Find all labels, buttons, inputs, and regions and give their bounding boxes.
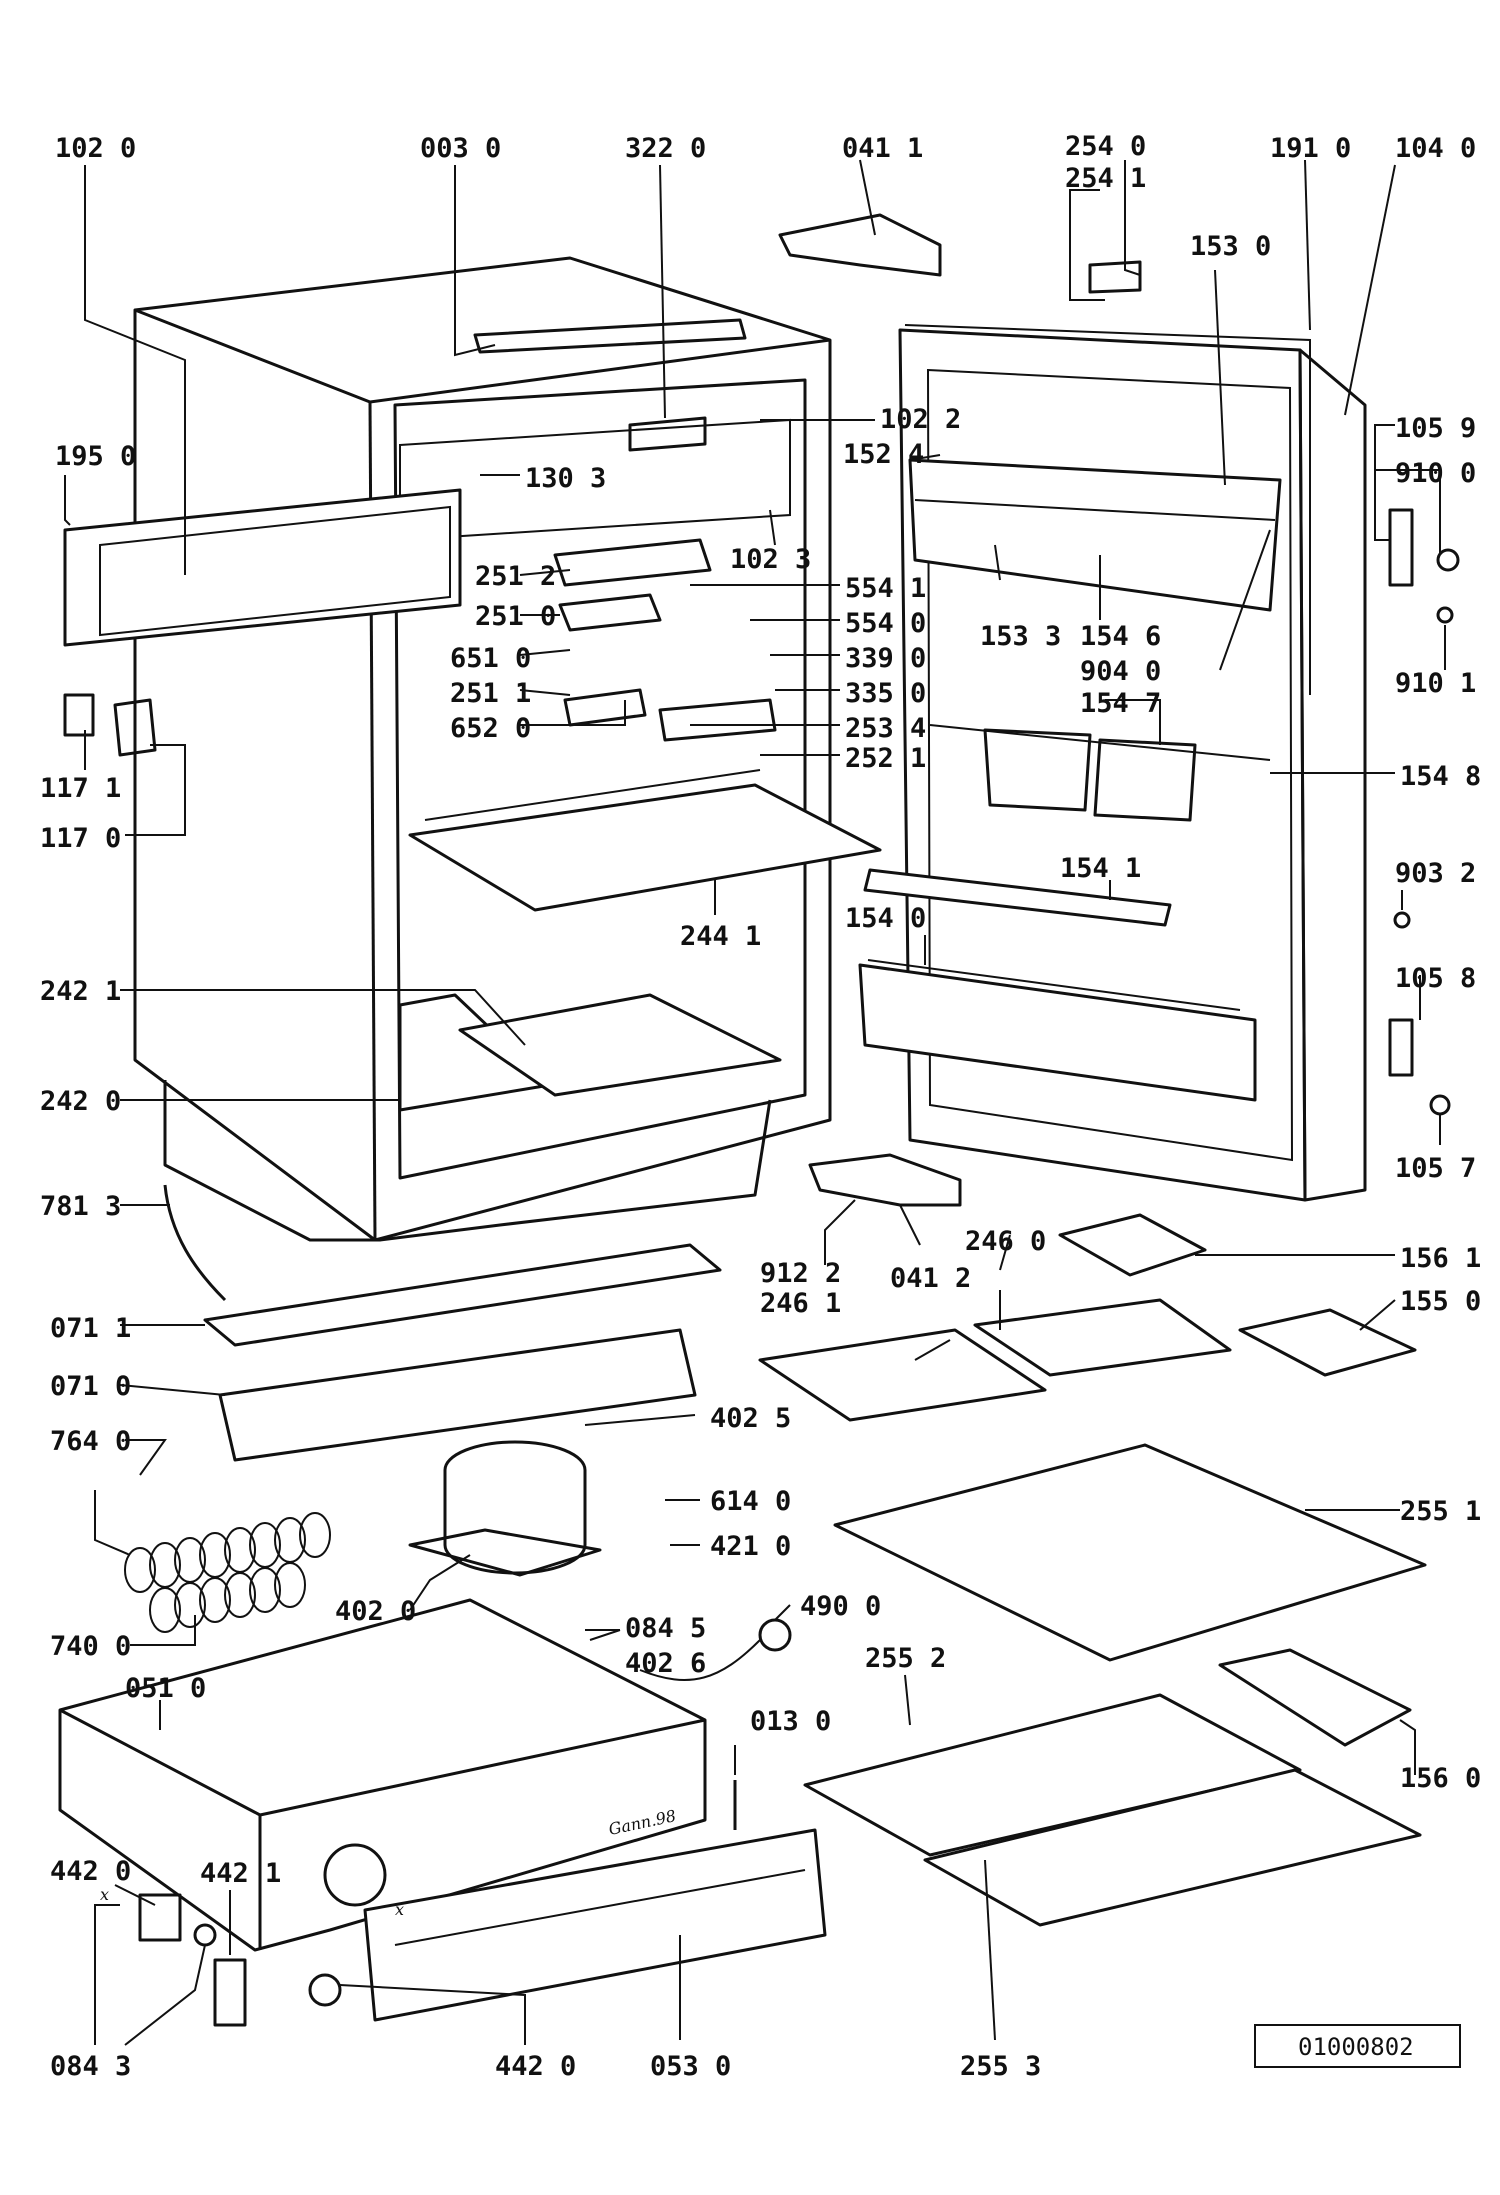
label-442-0-bottom: 442 0 xyxy=(495,2051,576,2082)
label-910-1: 910 1 xyxy=(1395,668,1476,699)
label-102-0: 102 0 xyxy=(55,133,136,164)
label-764-0: 764 0 xyxy=(50,1426,131,1457)
label-251-0: 251 0 xyxy=(475,601,556,632)
label-191-0: 191 0 xyxy=(1270,133,1351,164)
label-490-0: 490 0 xyxy=(800,1591,881,1622)
label-051-0: 051 0 xyxy=(125,1673,206,1704)
label-339-0: 339 0 xyxy=(845,643,926,674)
label-402-5: 402 5 xyxy=(710,1403,791,1434)
label-084-3: 084 3 xyxy=(50,2051,131,2082)
label-105-9: 105 9 xyxy=(1395,413,1476,444)
label-130-3: 130 3 xyxy=(525,463,606,494)
label-554-1: 554 1 xyxy=(845,573,926,604)
label-781-3: 781 3 xyxy=(40,1191,121,1222)
label-105-7: 105 7 xyxy=(1395,1153,1476,1184)
label-242-1: 242 1 xyxy=(40,976,121,1007)
label-255-3: 255 3 xyxy=(960,2051,1041,2082)
label-740-0: 740 0 xyxy=(50,1631,131,1662)
reference-box: 01000802 xyxy=(1254,2024,1461,2068)
label-252-1: 252 1 xyxy=(845,743,926,774)
label-442-0-left: 442 0 xyxy=(50,1856,131,1887)
label-013-0: 013 0 xyxy=(750,1706,831,1737)
label-651-0: 651 0 xyxy=(450,643,531,674)
label-254-0: 254 0 xyxy=(1065,131,1146,162)
label-154-8: 154 8 xyxy=(1400,761,1481,792)
leader-lines xyxy=(64,159,1446,2046)
label-053-0: 053 0 xyxy=(650,2051,731,2082)
label-154-7: 154 7 xyxy=(1080,688,1161,719)
label-246-1: 246 1 xyxy=(760,1288,841,1319)
label-102-2: 102 2 xyxy=(880,404,961,435)
label-904-0: 904 0 xyxy=(1080,656,1161,687)
label-402-0: 402 0 xyxy=(335,1596,416,1627)
label-254-1: 254 1 xyxy=(1065,163,1146,194)
label-105-8: 105 8 xyxy=(1395,963,1476,994)
mark-x-2: x xyxy=(395,1900,404,1919)
label-071-1: 071 1 xyxy=(50,1313,131,1344)
label-117-1: 117 1 xyxy=(40,773,121,804)
reference-number: 01000802 xyxy=(1298,2033,1414,2061)
label-104-0: 104 0 xyxy=(1395,133,1476,164)
label-152-4: 152 4 xyxy=(843,439,924,470)
label-195-0: 195 0 xyxy=(55,441,136,472)
label-255-2: 255 2 xyxy=(865,1643,946,1674)
label-322-0: 322 0 xyxy=(625,133,706,164)
label-402-6: 402 6 xyxy=(625,1648,706,1679)
label-253-4: 253 4 xyxy=(845,713,926,744)
lower-components xyxy=(58,1153,1427,2027)
label-903-2: 903 2 xyxy=(1395,858,1476,889)
label-041-2: 041 2 xyxy=(890,1263,971,1294)
label-153-3: 153 3 xyxy=(980,621,1061,652)
label-554-0: 554 0 xyxy=(845,608,926,639)
label-154-6: 154 6 xyxy=(1080,621,1161,652)
label-153-0: 153 0 xyxy=(1190,231,1271,262)
label-251-1: 251 1 xyxy=(450,678,531,709)
callout-labels: 102 0 003 0 322 0 041 1 254 0 254 1 191 … xyxy=(40,131,1481,2082)
label-421-0: 421 0 xyxy=(710,1531,791,1562)
label-154-1: 154 1 xyxy=(1060,853,1141,884)
label-084-5: 084 5 xyxy=(625,1613,706,1644)
door xyxy=(778,213,1460,1202)
label-652-0: 652 0 xyxy=(450,713,531,744)
label-156-1: 156 1 xyxy=(1400,1243,1481,1274)
label-442-1: 442 1 xyxy=(200,1858,281,1889)
mark-x-1: x xyxy=(100,1885,109,1904)
label-003-0: 003 0 xyxy=(420,133,501,164)
label-255-1: 255 1 xyxy=(1400,1496,1481,1527)
label-910-0: 910 0 xyxy=(1395,458,1476,489)
label-912-2: 912 2 xyxy=(760,1258,841,1289)
label-041-1: 041 1 xyxy=(842,133,923,164)
label-071-0: 071 0 xyxy=(50,1371,131,1402)
label-251-2: 251 2 xyxy=(475,561,556,592)
label-154-0: 154 0 xyxy=(845,903,926,934)
label-102-3: 102 3 xyxy=(730,544,811,575)
label-335-0: 335 0 xyxy=(845,678,926,709)
label-155-0: 155 0 xyxy=(1400,1286,1481,1317)
label-614-0: 614 0 xyxy=(710,1486,791,1517)
cabinet xyxy=(63,256,882,1302)
label-244-1: 244 1 xyxy=(680,921,761,952)
label-156-0: 156 0 xyxy=(1400,1763,1481,1794)
label-246-0: 246 0 xyxy=(965,1226,1046,1257)
label-242-0: 242 0 xyxy=(40,1086,121,1117)
label-117-0: 117 0 xyxy=(40,823,121,854)
